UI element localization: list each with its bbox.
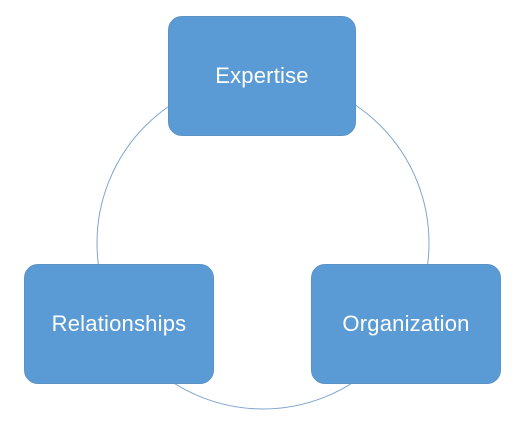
node-organization: Organization bbox=[311, 264, 501, 384]
node-relationships-label: Relationships bbox=[51, 311, 187, 336]
node-expertise-label: Expertise bbox=[215, 63, 309, 88]
node-organization-label: Organization bbox=[342, 311, 470, 336]
node-expertise: Expertise bbox=[168, 16, 356, 136]
node-relationships: Relationships bbox=[24, 264, 214, 384]
